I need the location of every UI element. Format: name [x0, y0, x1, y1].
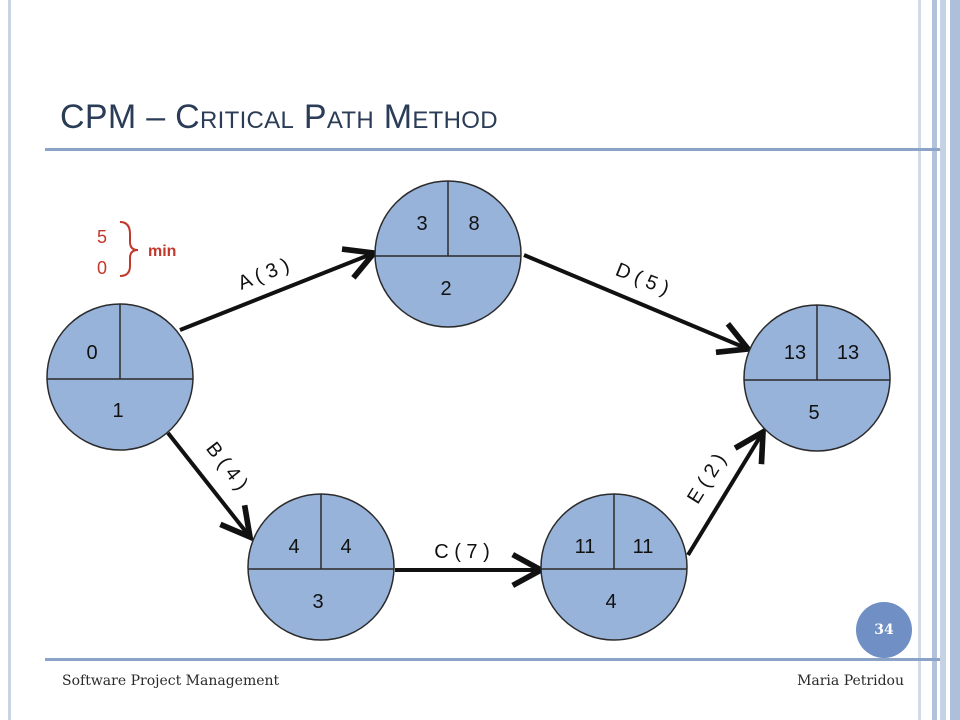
edges: [166, 253, 763, 570]
legend-label: min: [148, 243, 176, 260]
frame-stripe: [918, 0, 921, 720]
footer-course-name: Software Project Management: [62, 673, 280, 689]
edge-b: [166, 431, 250, 537]
legend-top-value: 5: [97, 227, 107, 247]
node-2: 3 8 2: [374, 180, 522, 328]
footer-author: Maria Petridou: [797, 673, 904, 689]
frame-stripe: [940, 0, 946, 720]
page-number-badge: 34: [856, 602, 912, 658]
frame-stripe: [950, 0, 960, 720]
node-1: 0 1: [46, 303, 194, 451]
node-1-bottom: 1: [112, 400, 123, 422]
edge-d: [523, 253, 748, 349]
node-4: 11 11 4: [540, 493, 688, 641]
legend-bottom-value: 0: [97, 258, 107, 278]
footer-divider: [45, 658, 940, 661]
node-3-left: 4: [288, 536, 299, 558]
node-2-right: 8: [468, 213, 479, 235]
edge-label-c: C ( 7 ): [434, 541, 490, 563]
node-3: 4 4 3: [247, 493, 395, 641]
edge-a: [179, 253, 374, 332]
node-5-left: 13: [784, 342, 806, 364]
slide-title: CPM – Critical Path Method: [60, 98, 498, 136]
node-2-bottom: 2: [440, 278, 451, 300]
frame-stripe: [932, 0, 937, 720]
title-divider: [45, 148, 940, 151]
node-4-right: 11: [633, 536, 654, 558]
node-2-left: 3: [416, 213, 427, 235]
node-5-right: 13: [837, 342, 859, 364]
edge-e: [686, 432, 763, 557]
node-5-bottom: 5: [808, 402, 819, 424]
nodes: 0 1 3 8 2 4 4 3 11 11 4: [46, 180, 891, 641]
node-5: 13 13 5: [743, 304, 891, 452]
node-4-left: 11: [575, 536, 596, 558]
left-border: [8, 0, 11, 720]
legend-brace-icon: [119, 221, 139, 277]
right-frame-decoration: [918, 0, 960, 720]
node-3-bottom: 3: [312, 591, 323, 613]
node-1-left: 0: [86, 342, 97, 364]
node-4-bottom: 4: [605, 591, 616, 613]
node-3-right: 4: [340, 536, 351, 558]
legend: 5 0 min: [97, 221, 176, 278]
